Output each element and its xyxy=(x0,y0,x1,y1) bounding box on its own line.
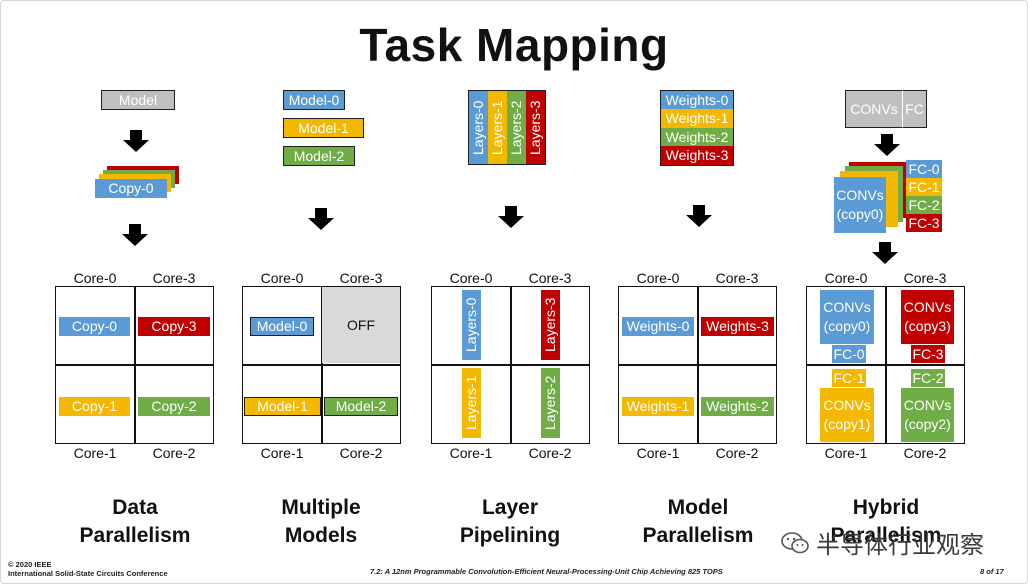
cell-core-1-fc: FC-1 xyxy=(832,369,866,387)
core-grid xyxy=(431,286,590,444)
weights-0-row: Weights-0 xyxy=(661,91,733,109)
down-arrow-icon xyxy=(874,134,900,156)
fc-2-chip: FC-2 xyxy=(906,196,942,214)
down-arrow-icon xyxy=(686,205,712,227)
weights-2-row: Weights-2 xyxy=(661,128,733,146)
hybrid-input-fc: FC xyxy=(902,90,927,128)
core-0-label: Core-0 xyxy=(73,270,117,286)
core-grid xyxy=(55,286,214,444)
core-2-label: Core-2 xyxy=(903,445,947,461)
cell-core-3: Layers-3 xyxy=(541,290,560,360)
copy-stack-front: Copy-0 xyxy=(95,179,167,198)
hybrid-convs-stack-front: CONVs(copy0) xyxy=(834,177,886,233)
core-grid xyxy=(618,286,777,444)
wechat-icon xyxy=(781,531,809,553)
core-0-label: Core-0 xyxy=(449,270,493,286)
cell-core-1: Model-1 xyxy=(244,397,321,416)
layers-block xyxy=(468,90,546,165)
core-grid xyxy=(242,286,401,444)
core-3-label: Core-3 xyxy=(715,270,759,286)
cell-core-0-convs: CONVs(copy0) xyxy=(820,290,874,344)
cell-core-3: Weights-3 xyxy=(701,317,774,336)
cell-core-1: Weights-1 xyxy=(622,397,694,416)
cell-core-0-fc: FC-0 xyxy=(832,345,866,363)
hybrid-input-convs: CONVs xyxy=(845,90,902,128)
core-2-label: Core-2 xyxy=(528,445,572,461)
core-0-label: Core-0 xyxy=(824,270,868,286)
cell-core-1: Copy-1 xyxy=(59,397,130,416)
footer-copyright: © 2020 IEEE xyxy=(8,560,52,569)
core-3-off: OFF xyxy=(322,287,400,363)
core-1-label: Core-1 xyxy=(73,445,117,461)
core-3-label: Core-3 xyxy=(903,270,947,286)
cell-core-0: Layers-0 xyxy=(462,290,481,360)
down-arrow-icon xyxy=(498,206,524,228)
model-box: Model xyxy=(101,90,175,110)
core-3-label: Core-3 xyxy=(339,270,383,286)
fc-3-chip: FC-3 xyxy=(906,214,942,232)
watermark: 半导体行业观察 xyxy=(780,525,984,560)
cell-core-0: Weights-0 xyxy=(622,317,694,336)
core-3-label: Core-3 xyxy=(528,270,572,286)
down-arrow-icon xyxy=(872,242,898,264)
core-2-label: Core-2 xyxy=(152,445,196,461)
cell-core-1-convs: CONVs(copy1) xyxy=(820,388,874,442)
core-1-label: Core-1 xyxy=(449,445,493,461)
footer-page-number: 8 of 17 xyxy=(980,567,1004,576)
model-2-box: Model-2 xyxy=(283,146,355,166)
cell-core-1: Layers-1 xyxy=(462,368,481,438)
core-3-label: Core-3 xyxy=(152,270,196,286)
model-0-box: Model-0 xyxy=(283,90,345,110)
cell-core-0: Model-0 xyxy=(250,317,314,336)
footer-paper-title: 7.2: A 12nm Programmable Convolution-Eff… xyxy=(370,567,723,576)
weights-1-row: Weights-1 xyxy=(661,109,733,128)
footer-conference: International Solid-State Circuits Confe… xyxy=(8,569,168,578)
fc-0-chip: FC-0 xyxy=(906,160,942,178)
cell-core-2: Copy-2 xyxy=(138,397,210,416)
cell-core-0: Copy-0 xyxy=(59,317,130,336)
cell-core-2: Weights-2 xyxy=(701,397,774,416)
core-1-label: Core-1 xyxy=(260,445,304,461)
layer-1-bar: Layers-1 xyxy=(488,91,507,164)
core-0-label: Core-0 xyxy=(260,270,304,286)
weights-3-row: Weights-3 xyxy=(661,146,733,165)
cell-core-3-convs: CONVs(copy3) xyxy=(901,290,954,344)
model-1-box: Model-1 xyxy=(283,118,364,138)
cell-core-2: Model-2 xyxy=(324,397,398,416)
core-grid xyxy=(806,286,965,444)
cell-core-3: Copy-3 xyxy=(138,317,210,336)
layer-0-bar: Layers-0 xyxy=(469,91,488,164)
cell-core-2: Layers-2 xyxy=(541,368,560,438)
cell-core-2-fc: FC-2 xyxy=(911,369,945,387)
weights-block xyxy=(660,90,734,166)
layer-3-bar: Layers-3 xyxy=(526,91,545,164)
slide-title: Task Mapping xyxy=(359,19,669,71)
cell-core-2-convs: CONVs(copy2) xyxy=(901,388,954,442)
layer-2-bar: Layers-2 xyxy=(507,91,526,164)
core-1-label: Core-1 xyxy=(824,445,868,461)
watermark-text: 半导体行业观察 xyxy=(816,531,984,559)
fc-1-chip: FC-1 xyxy=(906,178,942,196)
cell-core-3-fc: FC-3 xyxy=(911,345,945,363)
down-arrow-icon xyxy=(123,130,149,152)
core-2-label: Core-2 xyxy=(715,445,759,461)
core-1-label: Core-1 xyxy=(636,445,680,461)
down-arrow-icon xyxy=(122,224,148,246)
core-0-label: Core-0 xyxy=(636,270,680,286)
core-2-label: Core-2 xyxy=(339,445,383,461)
down-arrow-icon xyxy=(308,208,334,230)
